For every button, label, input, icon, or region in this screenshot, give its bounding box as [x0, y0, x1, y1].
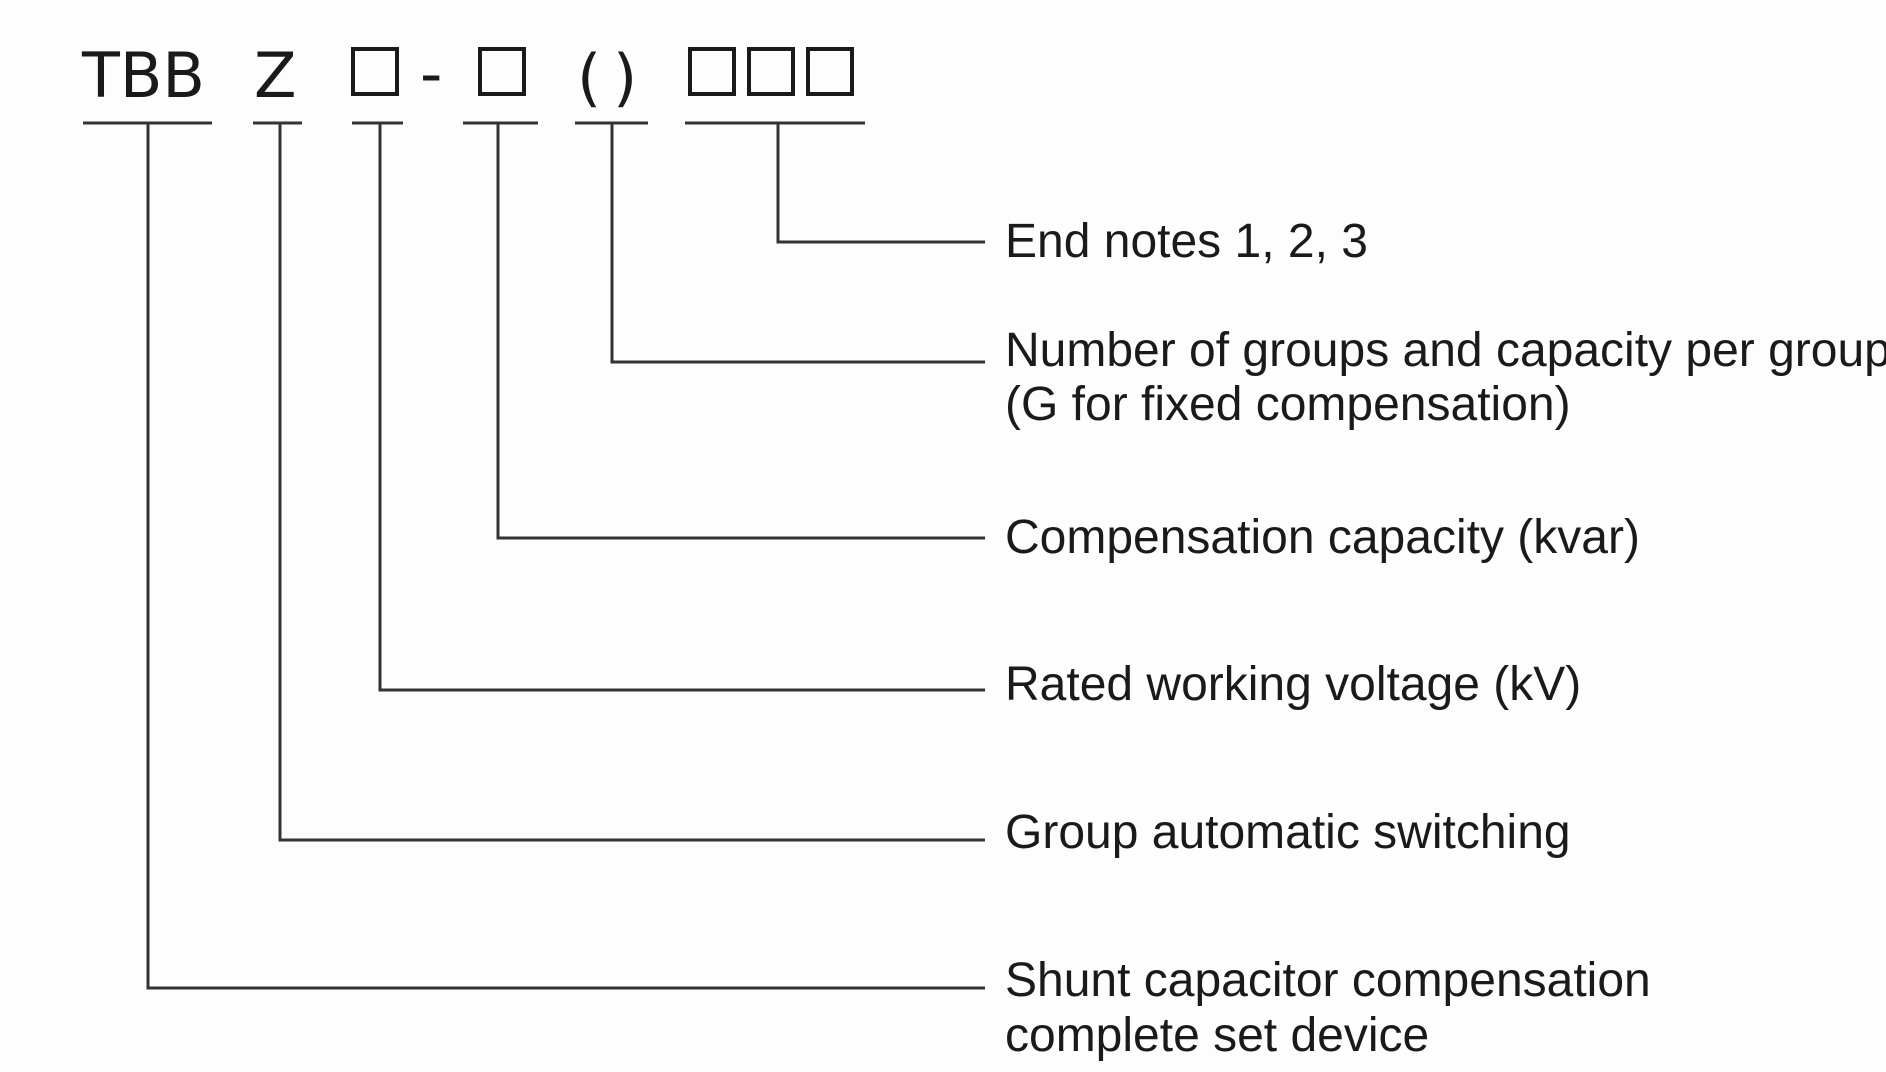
code-box-note-2	[747, 47, 795, 96]
label-groups-line2: (G for fixed compensation)	[1005, 378, 1571, 431]
code-box-note-3	[806, 47, 854, 96]
leader-end-notes	[776, 123, 985, 244]
leader-lines	[146, 123, 985, 990]
leader-comp-capacity	[496, 123, 985, 540]
label-shunt-line2: complete set device	[1005, 1009, 1429, 1062]
label-end-notes: End notes 1, 2, 3	[1005, 215, 1368, 268]
code-part-z: Z	[254, 39, 296, 112]
leader-shunt-capacitor	[146, 123, 985, 990]
label-shunt-line1: Shunt capacitor compensation	[1005, 954, 1651, 1007]
code-paren-close: )	[613, 41, 637, 114]
leader-group-switching	[278, 123, 985, 842]
label-rated-voltage: Rated working voltage (kV)	[1005, 658, 1581, 711]
label-comp-capacity: Compensation capacity (kvar)	[1005, 511, 1640, 564]
code-box-note-1	[688, 47, 736, 96]
code-part-tbb: TBB	[81, 39, 205, 112]
code-paren-open: (	[577, 41, 601, 114]
code-box-voltage	[351, 47, 399, 96]
code-dash: -	[420, 37, 442, 110]
leader-rated-voltage	[378, 123, 985, 692]
leader-groups	[610, 123, 985, 364]
model-code: TBB Z - ( )	[81, 37, 854, 114]
label-groups-line1: Number of groups and capacity per group	[1005, 324, 1886, 377]
label-group-switching: Group automatic switching	[1005, 806, 1571, 859]
labels: End notes 1, 2, 3 Number of groups and c…	[1005, 215, 1886, 1062]
code-box-capacity	[478, 47, 526, 96]
